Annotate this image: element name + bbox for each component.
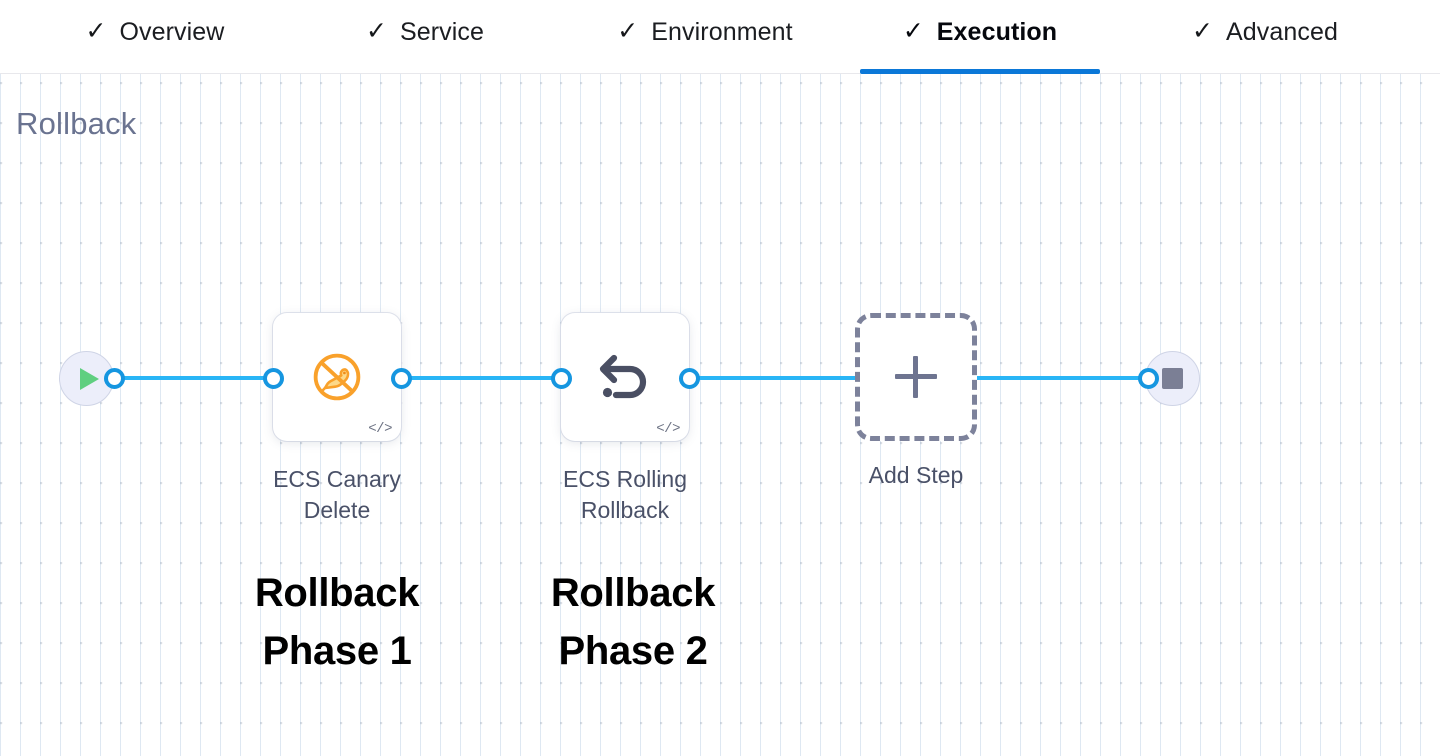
- edge-start-to-step1[interactable]: [112, 376, 290, 380]
- section-title-rollback: Rollback: [16, 106, 137, 141]
- port-step1-out[interactable]: [391, 368, 412, 389]
- tab-environment-label: Environment: [651, 17, 793, 46]
- tab-service[interactable]: ✓ Service: [325, 0, 525, 74]
- pipeline-start-node[interactable]: [59, 351, 114, 406]
- tab-active-underline: [860, 69, 1100, 74]
- tab-execution[interactable]: ✓ Execution: [860, 0, 1100, 74]
- tab-service-label: Service: [399, 17, 484, 46]
- add-step-node[interactable]: [855, 313, 977, 441]
- tab-underline: [1150, 69, 1380, 74]
- tab-underline: [40, 69, 270, 74]
- step-node-ecs-rolling-rollback[interactable]: </>: [561, 313, 689, 441]
- annotation-rollback-phase-1: Rollback Phase 1: [254, 571, 420, 673]
- stop-icon: [1162, 368, 1183, 389]
- step-label-ecs-canary-delete: ECS Canary Delete: [273, 466, 401, 523]
- play-icon: [79, 367, 99, 390]
- port-step2-out[interactable]: [679, 368, 700, 389]
- annotation-rollback-phase-2: Rollback Phase 2: [550, 571, 716, 673]
- edge-step1-to-step2[interactable]: [400, 376, 572, 380]
- tab-underline: [325, 69, 525, 74]
- check-icon: ✓: [902, 16, 924, 45]
- check-icon: ✓: [365, 16, 387, 45]
- plus-icon: [895, 356, 937, 398]
- pipeline-stage-tabbar: ✓ Overview ✓ Service ✓ Environment ✓ Exe…: [0, 0, 1440, 74]
- step-label-ecs-rolling-rollback: ECS Rolling Rollback: [563, 466, 687, 523]
- check-icon: ✓: [1192, 16, 1213, 45]
- port-end-in[interactable]: [1138, 368, 1159, 389]
- tab-environment[interactable]: ✓ Environment: [575, 0, 835, 74]
- code-icon[interactable]: </>: [368, 421, 392, 437]
- tab-overview[interactable]: ✓ Overview: [40, 0, 270, 74]
- pipeline-canvas[interactable]: Rollback: [0, 74, 1440, 756]
- add-step-label[interactable]: Add Step: [868, 462, 964, 488]
- tab-underline: [575, 69, 835, 74]
- edge-addstep-to-end[interactable]: [968, 376, 1148, 380]
- port-step1-in[interactable]: [263, 368, 284, 389]
- tab-advanced[interactable]: ✓ Advanced: [1150, 0, 1380, 74]
- ecs-rolling-rollback-icon: [561, 313, 689, 441]
- tab-overview-label: Overview: [119, 17, 225, 46]
- edge-step2-to-addstep[interactable]: [688, 376, 868, 380]
- port-step2-in[interactable]: [551, 368, 572, 389]
- rollback-flow-diagram: </> ECS Canary Delete </> ECS Rolling Ro…: [0, 74, 1440, 756]
- ecs-canary-delete-icon: [273, 313, 401, 441]
- port-start-out[interactable]: [104, 368, 125, 389]
- check-icon: ✓: [617, 16, 639, 45]
- step-node-ecs-canary-delete[interactable]: </>: [273, 313, 401, 441]
- check-icon: ✓: [85, 16, 107, 45]
- code-icon[interactable]: </>: [656, 421, 680, 437]
- tab-execution-label: Execution: [936, 17, 1058, 46]
- tab-advanced-label: Advanced: [1225, 17, 1338, 46]
